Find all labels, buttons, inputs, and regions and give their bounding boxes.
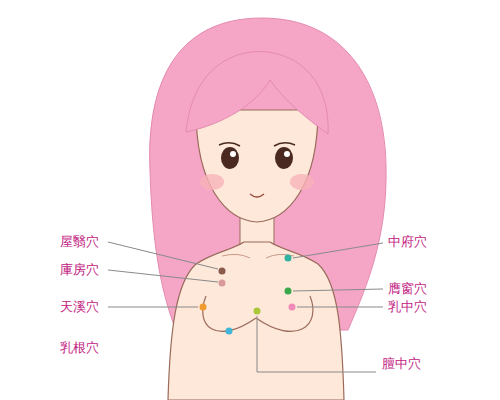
mouth — [250, 194, 264, 197]
torso — [168, 242, 344, 400]
acupoint-label: 天溪穴 — [60, 299, 99, 315]
chest-outline — [256, 296, 313, 331]
acupoint-dot — [285, 255, 292, 262]
acupoint-dot — [254, 308, 261, 315]
leader-line — [108, 242, 218, 269]
acupoint-label: 乳中穴 — [388, 299, 427, 315]
acupoint-dot — [285, 288, 292, 295]
leader-line — [257, 316, 376, 372]
leader-line — [297, 307, 383, 308]
acupoint-label: 屋翳穴 — [60, 234, 99, 250]
leader-line — [293, 243, 383, 258]
leader-line — [293, 289, 383, 291]
acupoint-label: 膺窗穴 — [388, 281, 427, 297]
leader-line — [108, 307, 198, 308]
acupoint-dot — [219, 268, 226, 275]
acupoint-label: 乳根穴 — [60, 340, 99, 356]
eye-highlight — [230, 151, 236, 157]
collarbone — [222, 254, 250, 258]
acupoint-dot — [226, 328, 233, 335]
eye — [275, 147, 293, 169]
acupoint-dot — [289, 304, 296, 311]
eyelash — [274, 143, 295, 146]
acupoint-dot — [219, 280, 226, 287]
chest-outline — [203, 296, 256, 331]
acupoint-label: 庫房穴 — [60, 262, 99, 278]
acupoint-label: 膻中穴 — [382, 356, 421, 372]
acupoint-label: 中府穴 — [388, 234, 427, 250]
leader-lines — [108, 242, 383, 372]
blush — [290, 174, 314, 190]
hair-bangs — [186, 52, 328, 134]
face — [196, 110, 318, 222]
blush — [200, 174, 224, 190]
eyelash — [219, 143, 240, 146]
eye — [221, 147, 239, 169]
acupoint-dot — [200, 304, 207, 311]
eye-highlight — [284, 151, 290, 157]
leader-line — [108, 270, 218, 282]
